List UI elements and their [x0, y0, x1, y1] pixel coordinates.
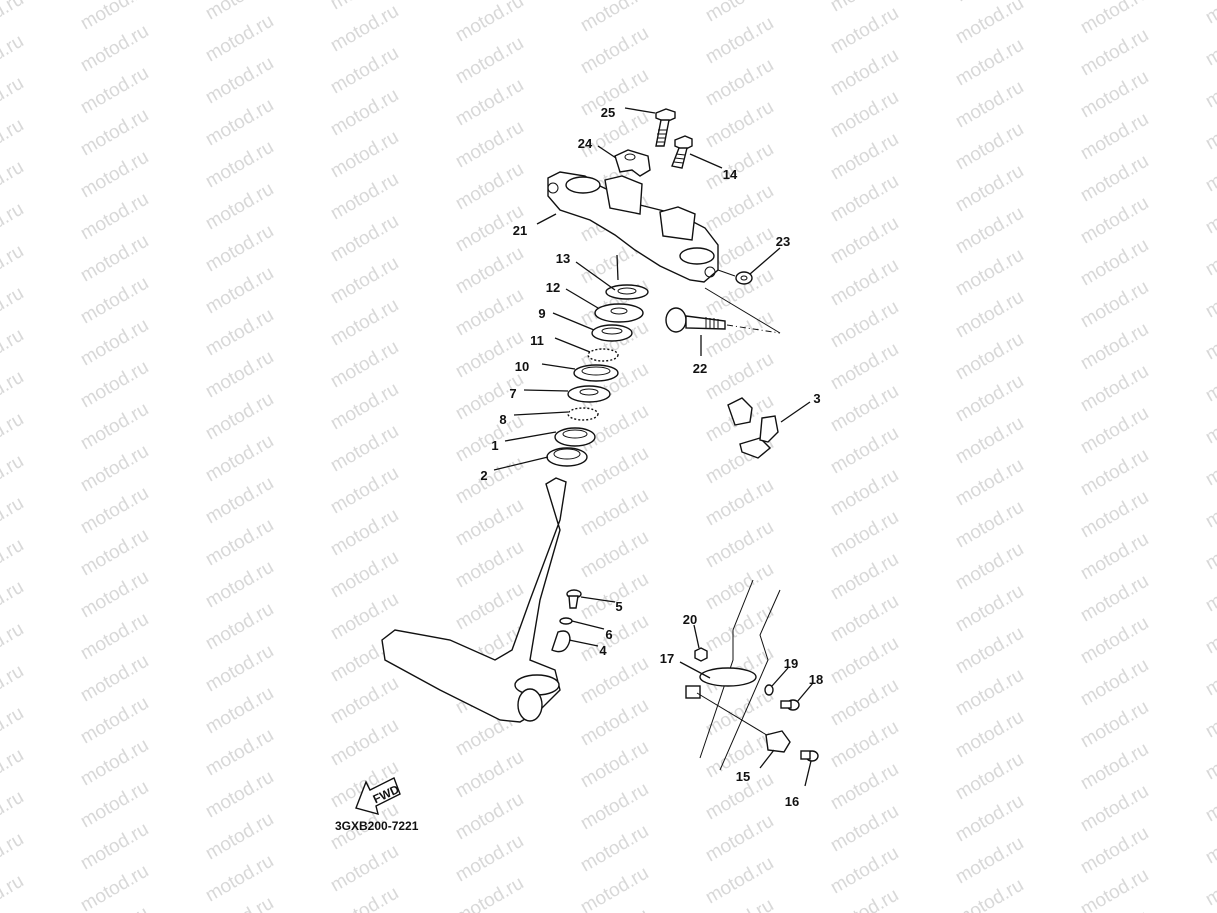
part-label-7[interactable]: 7: [509, 386, 516, 401]
part-label-15[interactable]: 15: [736, 769, 750, 784]
part-label-10[interactable]: 10: [515, 359, 529, 374]
part-label-21[interactable]: 21: [513, 223, 527, 238]
washer-19[interactable]: [764, 684, 774, 696]
diagram-code: 3GXB200-7221: [335, 819, 419, 833]
part-label-4[interactable]: 4: [599, 643, 607, 658]
part-label-16[interactable]: 16: [785, 794, 799, 809]
part-label-25[interactable]: 25: [601, 105, 615, 120]
balls-11[interactable]: [587, 348, 619, 362]
part-label-22[interactable]: 22: [693, 361, 707, 376]
bolt-18[interactable]: [780, 699, 800, 711]
part-label-17[interactable]: 17: [660, 651, 674, 666]
cap-nut-23[interactable]: [735, 271, 753, 285]
part-label-12[interactable]: 12: [546, 280, 560, 295]
part-label-19[interactable]: 19: [784, 656, 798, 671]
part-label-2[interactable]: 2: [480, 468, 487, 483]
part-label-11[interactable]: 11: [530, 333, 544, 348]
part-label-20[interactable]: 20: [683, 612, 697, 627]
part-label-6[interactable]: 6: [605, 627, 612, 642]
part-label-24[interactable]: 24: [578, 136, 593, 151]
part-label-23[interactable]: 23: [776, 234, 790, 249]
part-label-1[interactable]: 1: [491, 438, 498, 453]
washer-7[interactable]: [567, 385, 611, 403]
holder-15[interactable]: [765, 730, 791, 753]
holder-4[interactable]: [551, 630, 571, 653]
handlebar-holder-24[interactable]: [614, 149, 651, 177]
part-label-5[interactable]: 5: [615, 599, 622, 614]
part-label-3[interactable]: 3: [813, 391, 820, 406]
washer-6[interactable]: [559, 617, 573, 625]
balls-8[interactable]: [567, 407, 599, 421]
fork-tube[interactable]: [699, 579, 781, 771]
band-17[interactable]: [685, 667, 776, 741]
part-label-9[interactable]: 9: [538, 306, 545, 321]
bolt-14[interactable]: [671, 135, 693, 169]
part-label-18[interactable]: 18: [809, 672, 823, 687]
cable-guide-3[interactable]: [727, 397, 779, 459]
cover-9[interactable]: [591, 324, 633, 342]
leader-lines: [493, 107, 814, 787]
part-label-8[interactable]: 8: [499, 412, 506, 427]
part-label-14[interactable]: 14: [723, 167, 738, 182]
ball-race-10[interactable]: [573, 364, 619, 382]
nut-20[interactable]: [694, 647, 708, 662]
upper-bracket-21[interactable]: [547, 171, 719, 283]
bolt-16[interactable]: [800, 750, 819, 762]
bolt-25[interactable]: [655, 108, 676, 147]
dust-seal-2[interactable]: [546, 447, 588, 467]
steering-stem[interactable]: [381, 477, 567, 723]
part-label-13[interactable]: 13: [556, 251, 570, 266]
ring-nut-13[interactable]: [605, 284, 649, 300]
washer-12[interactable]: [594, 303, 644, 323]
bolt-22[interactable]: [665, 307, 726, 333]
fwd-arrow-icon: FWD: [355, 777, 402, 815]
bolt-5[interactable]: [566, 589, 582, 609]
ball-race-1[interactable]: [554, 427, 596, 447]
fwd-label: FWD: [371, 782, 402, 806]
